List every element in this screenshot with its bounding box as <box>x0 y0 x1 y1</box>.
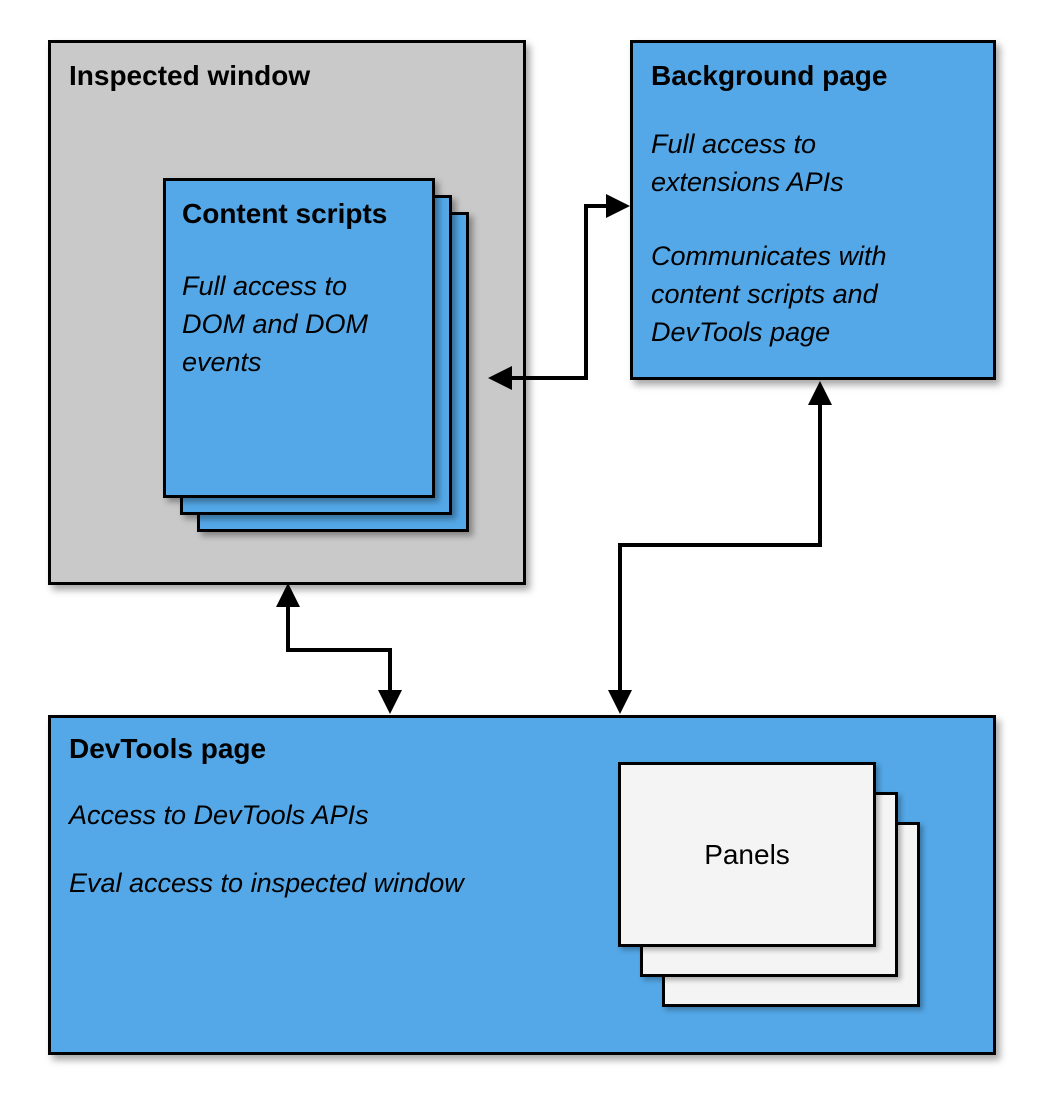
background-page-title: Background page <box>651 60 888 91</box>
arrow-background-devtools <box>608 381 832 714</box>
content-scripts-body: Full access to DOM and DOM events <box>182 271 369 377</box>
devtools-page-body-2: Eval access to inspected window <box>69 868 464 898</box>
content-scripts-title: Content scripts <box>182 198 388 229</box>
inspected-window-box: Inspected window Content scripts Full ac… <box>48 40 526 585</box>
content-scripts-stack: Content scripts Full access to DOM and D… <box>163 178 469 532</box>
devtools-page-box: DevTools page Access to DevTools APIs Ev… <box>48 715 996 1055</box>
arrowhead-up-into-background-page <box>808 381 832 405</box>
inspected-window-title: Inspected window <box>69 60 311 91</box>
panels-stack: Panels <box>618 762 928 1012</box>
devtools-page-body-1: Access to DevTools APIs <box>69 800 369 830</box>
devtools-page-title: DevTools page <box>69 733 267 764</box>
content-script-page-front: Content scripts Full access to DOM and D… <box>163 178 435 498</box>
panel-page-front: Panels <box>618 762 876 947</box>
arrowhead-down-into-devtools-page-right <box>608 690 632 714</box>
background-page-body-2: Communicates with content scripts and De… <box>651 241 887 347</box>
arrowhead-down-into-devtools-page <box>378 690 402 714</box>
panels-title: Panels <box>704 838 790 870</box>
arrowhead-up-into-inspected-window <box>276 583 300 607</box>
background-page-box: Background page Full access to extension… <box>630 40 996 380</box>
arrowhead-right-into-background-page <box>606 194 630 218</box>
background-page-body-1: Full access to extensions APIs <box>651 129 844 197</box>
arrow-inspected-devtools <box>276 583 402 714</box>
